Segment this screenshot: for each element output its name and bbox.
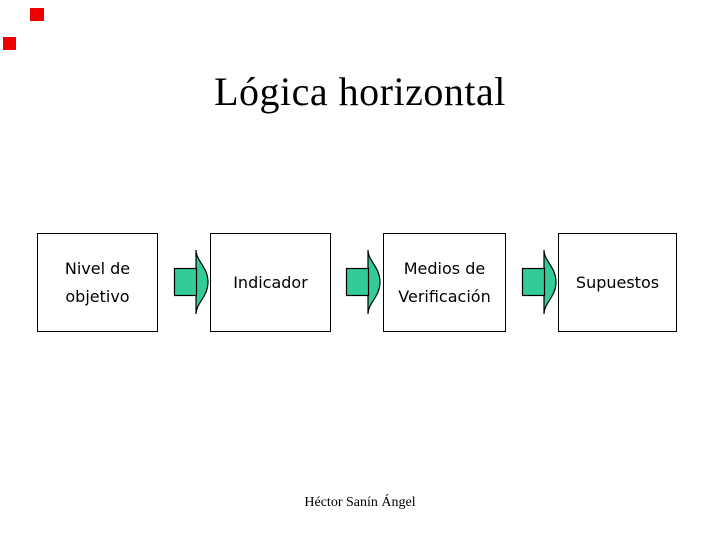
- flow-box-label: Indicador: [233, 272, 308, 292]
- flow-arrow-right-icon: [173, 249, 209, 315]
- red-corner-decoration-top: [30, 8, 44, 21]
- flow-box-label: Medios de Verificación: [398, 258, 491, 306]
- flow-box-indicador: Indicador: [210, 233, 331, 332]
- flow-arrow-right-icon: [521, 249, 557, 315]
- red-corner-decoration-left: [3, 37, 16, 50]
- flow-box-nivel-de-objetivo: Nivel de objetivo: [37, 233, 158, 332]
- flow-box-supuestos: Supuestos: [558, 233, 677, 332]
- flow-arrow-right-icon: [345, 249, 381, 315]
- slide-title: Lógica horizontal: [214, 69, 506, 114]
- flow-box-medios-de-verificacion: Medios de Verificación: [383, 233, 506, 332]
- flow-box-label: Nivel de objetivo: [64, 258, 131, 306]
- flow-box-label: Supuestos: [575, 272, 660, 292]
- footer-author: Héctor Sanín Ángel: [304, 495, 416, 510]
